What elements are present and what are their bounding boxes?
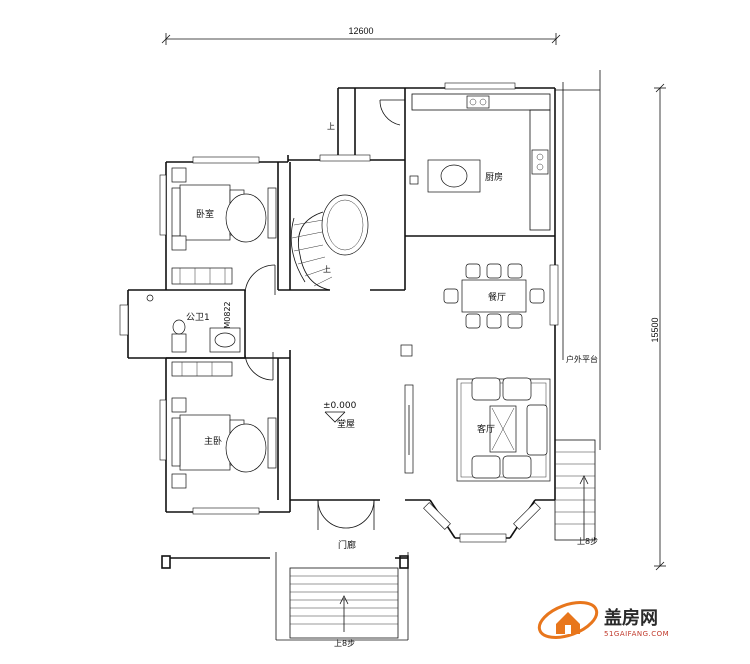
dining-table (443, 263, 545, 329)
bedroom-furniture (171, 167, 277, 285)
right-dimension: 15500 (650, 83, 666, 571)
label-elevation: ±0.000 (323, 401, 357, 411)
spiral-stair (290, 194, 369, 291)
logo-url: 51GAIFANG.COM (604, 630, 669, 638)
kitchen-fixtures (409, 93, 551, 231)
right-steps (554, 439, 596, 541)
label-public-bath: 公卫1 (186, 312, 210, 323)
top-dimension: 12600 (161, 26, 561, 45)
label-dining: 餐厅 (488, 291, 506, 303)
label-kitchen: 厨房 (485, 171, 503, 183)
right-dimension-label: 15500 (650, 317, 660, 342)
label-door-code: M0822 (223, 301, 232, 328)
master-bedroom-furniture (171, 397, 277, 489)
front-steps (289, 567, 399, 639)
label-front-steps: 上8步 (334, 639, 355, 648)
label-hall: 堂屋 (337, 418, 355, 430)
label-right-steps: 上8步 (577, 537, 598, 546)
top-dimension-label: 12600 (348, 26, 373, 36)
label-stair-up-spiral: 上 (323, 265, 331, 274)
room-labels: 卧室 厨房 餐厅 公卫1 M0822 户外平台 ±0.000 堂屋 客厅 主卧 … (186, 122, 598, 648)
living-sofa-set (456, 377, 551, 482)
label-outdoor-platform: 户外平台 (566, 354, 598, 364)
label-living: 客厅 (477, 423, 495, 435)
bath-fixtures (146, 294, 241, 377)
label-stair-up-left: 上 (327, 122, 335, 131)
site-logo: 盖房网 51GAIFANG.COM (537, 601, 669, 639)
label-bedroom: 卧室 (196, 208, 214, 220)
windows (119, 82, 559, 543)
label-entry-porch: 门廊 (338, 539, 356, 551)
hall-elements (324, 344, 414, 474)
house-icon (556, 612, 580, 634)
logo-name: 盖房网 (604, 607, 658, 629)
doors (244, 99, 405, 530)
label-master-bedroom: 主卧 (204, 435, 222, 447)
